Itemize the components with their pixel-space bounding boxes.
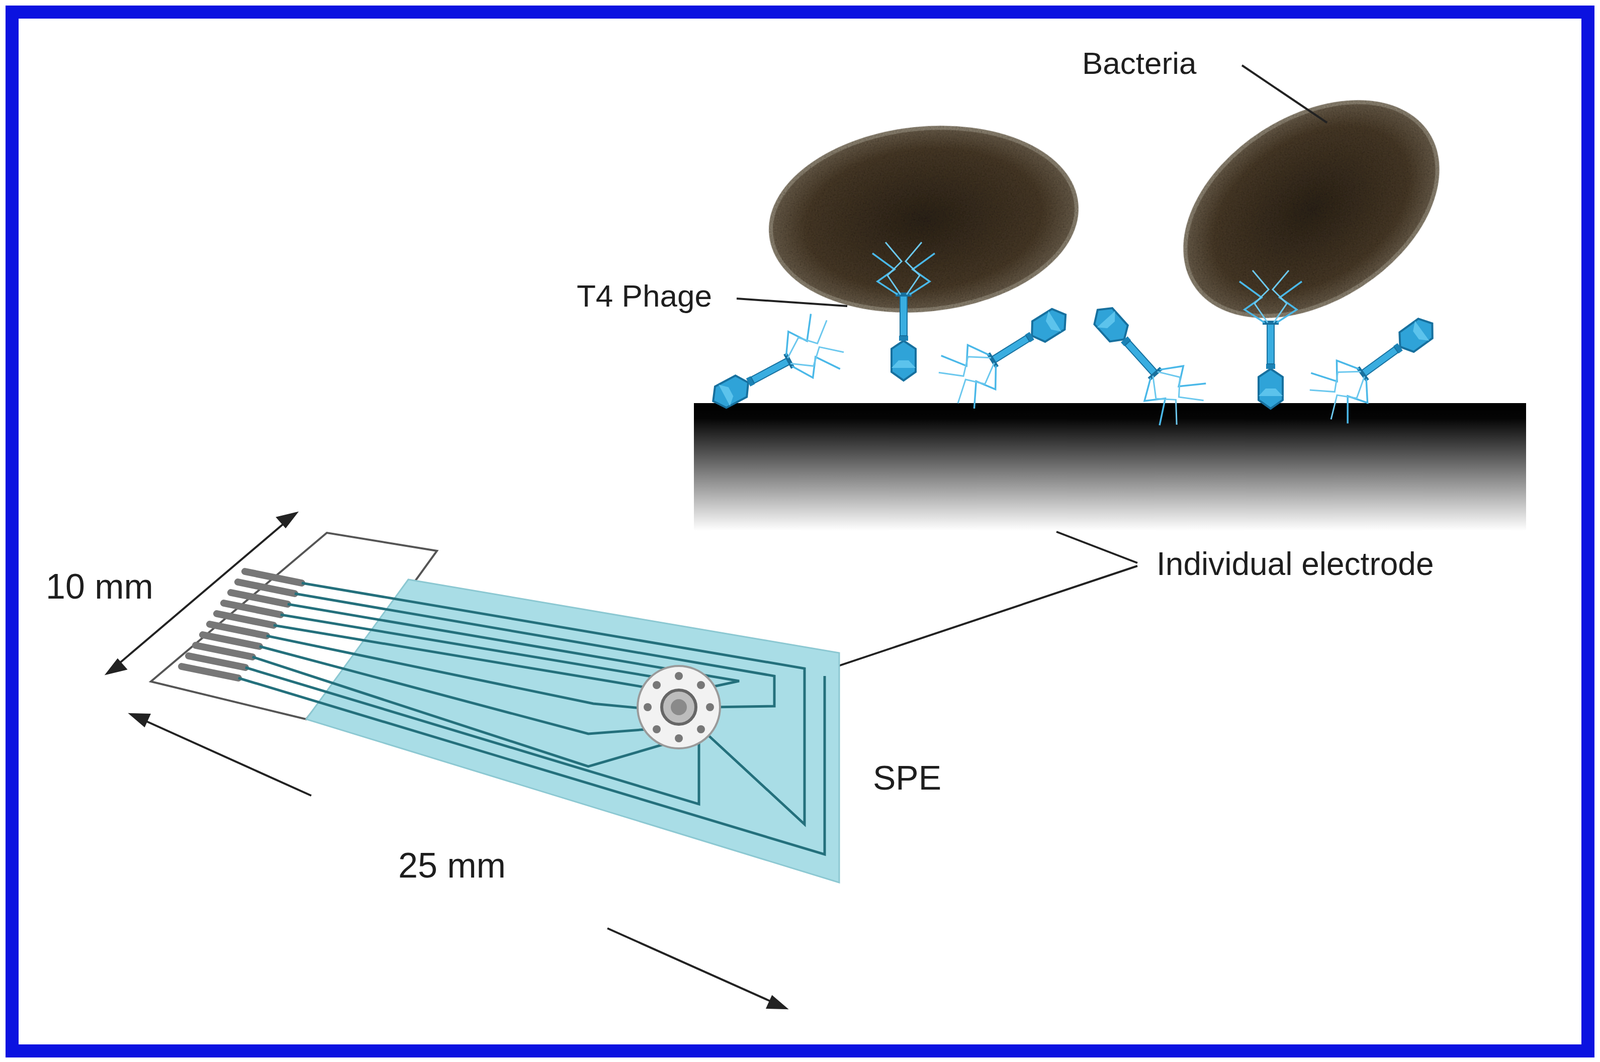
- phage: [931, 288, 1083, 415]
- leader-line: [736, 298, 848, 307]
- leader-line: [1056, 531, 1138, 564]
- dimension-arrow: [607, 928, 786, 1009]
- phage: [1239, 270, 1302, 409]
- traces: [238, 583, 825, 855]
- working-electrode: [637, 666, 721, 749]
- leader-line: [1241, 65, 1327, 123]
- phage: [698, 308, 850, 429]
- part-label: Bacteria: [1082, 45, 1197, 81]
- phage: [1301, 298, 1451, 430]
- dimension-label: 10 mm: [45, 566, 154, 608]
- bacterium: [761, 113, 1086, 326]
- contact-pads: [181, 571, 302, 679]
- dimension-arrow: [130, 714, 312, 796]
- bacterium: [1145, 57, 1477, 361]
- part-label: T4 Phage: [576, 278, 713, 314]
- phage: [872, 242, 935, 381]
- dimension-label: 25 mm: [398, 845, 506, 887]
- part-label: Individual electrode: [1156, 546, 1434, 584]
- part-label: SPE: [872, 758, 942, 798]
- frame: [12, 12, 1588, 1052]
- phage: [1074, 289, 1214, 434]
- electrode-surface: [693, 403, 1527, 531]
- spe-substrate: [306, 579, 840, 883]
